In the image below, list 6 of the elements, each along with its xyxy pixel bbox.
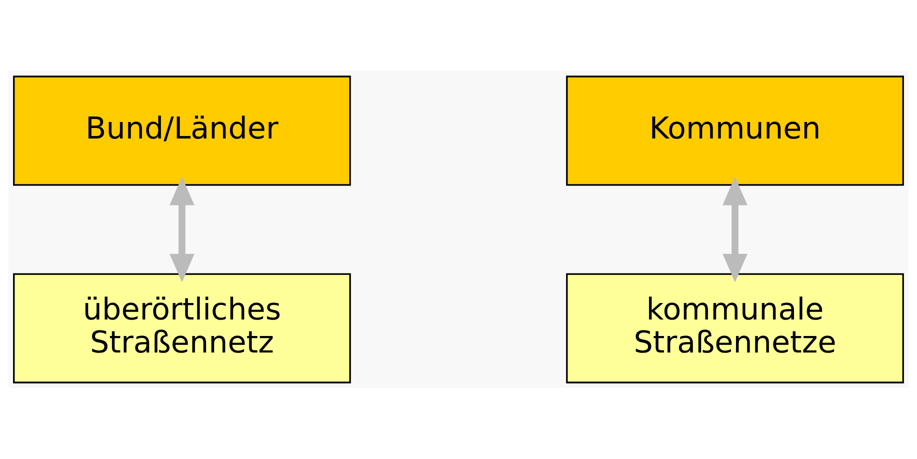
node-box: überörtliches Straßennetz bbox=[13, 273, 351, 384]
arrow bbox=[170, 176, 194, 282]
node-box: kommunale Straßennetze bbox=[566, 273, 904, 384]
arrow bbox=[722, 176, 748, 282]
node-box: Kommunen bbox=[566, 76, 904, 186]
node-box: Bund/Länder bbox=[13, 76, 351, 186]
